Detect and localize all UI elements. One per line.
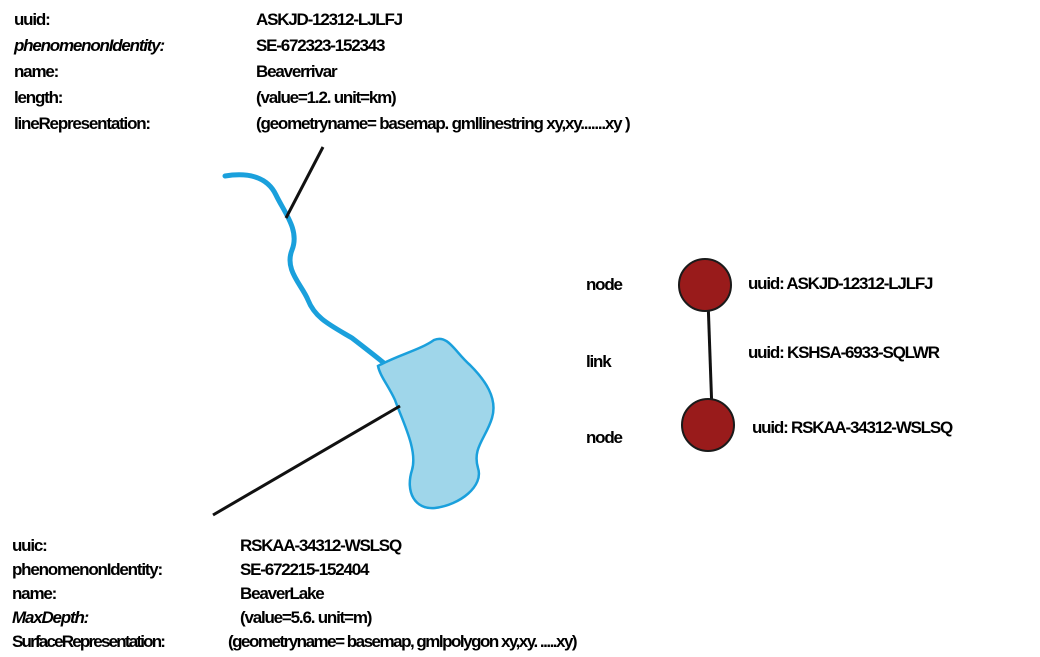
river-attr-key: phenomenonIdentity: <box>14 36 165 55</box>
graph-link-edge <box>706 299 714 413</box>
river-attr-key: length: <box>14 88 63 107</box>
lake-attr-value: (value=5.6. unit=m) <box>240 608 372 627</box>
graph-node-bottom <box>681 398 735 452</box>
lake-attr-key: uuic: <box>12 536 48 555</box>
graph-node-top-uuid: uuid: ASKJD-12312-LJLFJ <box>748 274 934 293</box>
lake-attr-key: phenomenonIdentity: <box>12 560 163 579</box>
lake-attr-key: MaxDepth: <box>12 608 89 627</box>
lake-attr-value: (geometryname= basemap, gmlpolygon xy,xy… <box>228 632 578 651</box>
graph-link-uuid: uuid: KSHSA-6933-SQLWR <box>748 343 940 362</box>
lake-attr-key: name: <box>12 584 57 603</box>
graph-node-top <box>678 258 732 312</box>
river-leader-line <box>284 146 325 219</box>
river-attr-key: name: <box>14 62 59 81</box>
river-attr-value: (value=1.2. unit=km) <box>256 88 397 107</box>
graph-node-bottom-uuid: uuid: RSKAA-34312-WSLSQ <box>752 418 953 437</box>
lake-attr-value: BeaverLake <box>240 584 325 603</box>
lake-attr-key: SurfaceRepresentation: <box>12 632 166 651</box>
river-attr-value: SE-672323-152343 <box>256 36 385 55</box>
lake-leader-line <box>212 404 401 517</box>
river-attr-value: (geometryname= basemap. gmllinestring xy… <box>256 114 631 133</box>
lake-attr-value: RSKAA-34312-WSLSQ <box>240 536 402 555</box>
river-attr-key: lineRepresentation: <box>14 114 151 133</box>
graph-node-bottom-label: node <box>586 428 623 447</box>
river-attr-value: ASKJD-12312-LJLFJ <box>256 10 403 29</box>
river-attribute-table: uuid: ASKJD-12312-LJLFJ phenomenonIdenti… <box>14 10 814 140</box>
graph-node-top-label: node <box>586 275 623 294</box>
lake-attr-value: SE-672215-152404 <box>240 560 369 579</box>
lake-attribute-table: uuic: RSKAA-34312-WSLSQ phenomenonIdenti… <box>12 536 812 656</box>
river-attr-key: uuid: <box>14 10 51 29</box>
graph-link-label: link <box>586 352 612 371</box>
river-line <box>222 172 393 371</box>
lake-shape <box>376 337 495 510</box>
river-attr-value: Beaverrivar <box>256 62 338 81</box>
